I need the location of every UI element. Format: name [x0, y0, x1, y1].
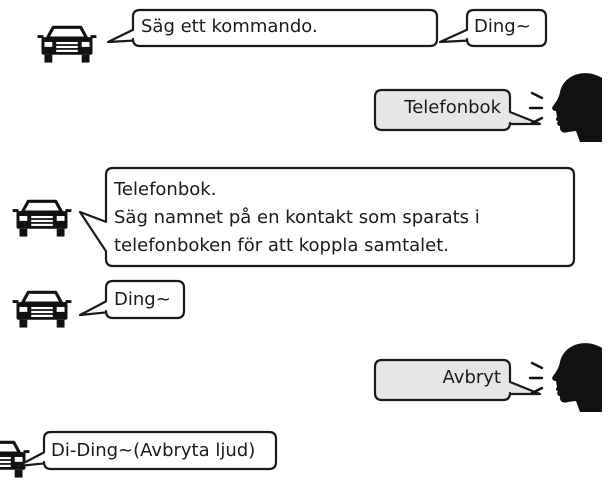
car-grille-line: [0, 460, 11, 464]
car-icon: [0, 440, 30, 478]
user-bubble: [373, 358, 542, 402]
car-mirror: [12, 209, 19, 213]
car-mirror: [90, 35, 97, 39]
bubble-text-cancel-sound: Di-Ding~(Avbryta ljud): [51, 440, 256, 461]
car-grille-line: [0, 464, 11, 467]
car-grille-line: [31, 314, 53, 317]
car-grille-line: [0, 456, 11, 460]
car-wheel: [19, 319, 28, 328]
car-wheel: [19, 228, 28, 237]
car-grille-line: [31, 306, 53, 310]
car-headlight: [56, 215, 65, 221]
car-headlight: [81, 41, 90, 47]
bubble-line-1: Telefonbok.: [114, 179, 217, 200]
voice-mark: [530, 361, 544, 370]
car-grille-line: [31, 223, 53, 226]
car-wheel: [14, 469, 23, 478]
car-mirror: [23, 450, 30, 454]
system-bubble: [16, 430, 278, 471]
speaking-head-icon: [528, 343, 602, 412]
bubble-text-telefonbok: Telefonbok: [404, 97, 501, 118]
head-silhouette: [552, 73, 602, 142]
car-wheel: [56, 228, 65, 237]
car-grille-line: [31, 310, 53, 314]
bubble-text-ding-2: Ding~: [114, 289, 171, 310]
car-roof: [0, 440, 22, 455]
car-grille-line: [56, 41, 78, 45]
car-headlight: [44, 41, 53, 47]
car-body: [16, 211, 68, 229]
car-mirror: [12, 300, 19, 304]
car-grille-line: [56, 49, 78, 52]
voice-mark: [530, 91, 544, 100]
car-icon: [37, 25, 97, 63]
car-wheel: [81, 54, 90, 63]
car-mirror: [65, 300, 72, 304]
car-grille-line: [31, 215, 53, 219]
car-body: [16, 302, 68, 320]
voice-mark: [530, 116, 544, 125]
system-bubble: [438, 8, 548, 48]
head-silhouette: [552, 343, 602, 412]
system-bubble: [78, 279, 186, 320]
car-wheel: [56, 319, 65, 328]
bubble-text-avbryt: Avbryt: [442, 367, 501, 388]
car-icon: [12, 199, 72, 237]
car-wheel: [44, 54, 53, 63]
car-grille-line: [56, 45, 78, 49]
car-headlight: [56, 306, 65, 312]
car-headlight: [14, 456, 23, 462]
bubble-line-2: Säg namnet på en kontakt som sparats i: [114, 207, 480, 228]
car-roof: [45, 25, 89, 40]
user-bubble: [373, 88, 542, 132]
system-bubble: [106, 8, 439, 48]
speaking-head-icon: [528, 73, 602, 142]
car-roof: [20, 199, 64, 214]
bubble-text-phonebook-prompt: Telefonbok. Säg namnet på en kontakt som…: [114, 176, 569, 260]
car-mirror: [65, 209, 72, 213]
car-headlight: [19, 215, 28, 221]
bubble-text-ding-1: Ding~: [474, 16, 531, 37]
voice-mark: [530, 386, 544, 395]
car-grille-line: [31, 219, 53, 223]
car-mirror: [37, 35, 44, 39]
bubble-line-3: telefonboken för att koppla samtalet.: [114, 235, 450, 256]
car-icon: [12, 290, 72, 328]
system-bubble: [78, 166, 576, 268]
car-headlight: [19, 306, 28, 312]
bubble-text-say-command: Säg ett kommando.: [141, 16, 318, 37]
car-roof: [20, 290, 64, 305]
